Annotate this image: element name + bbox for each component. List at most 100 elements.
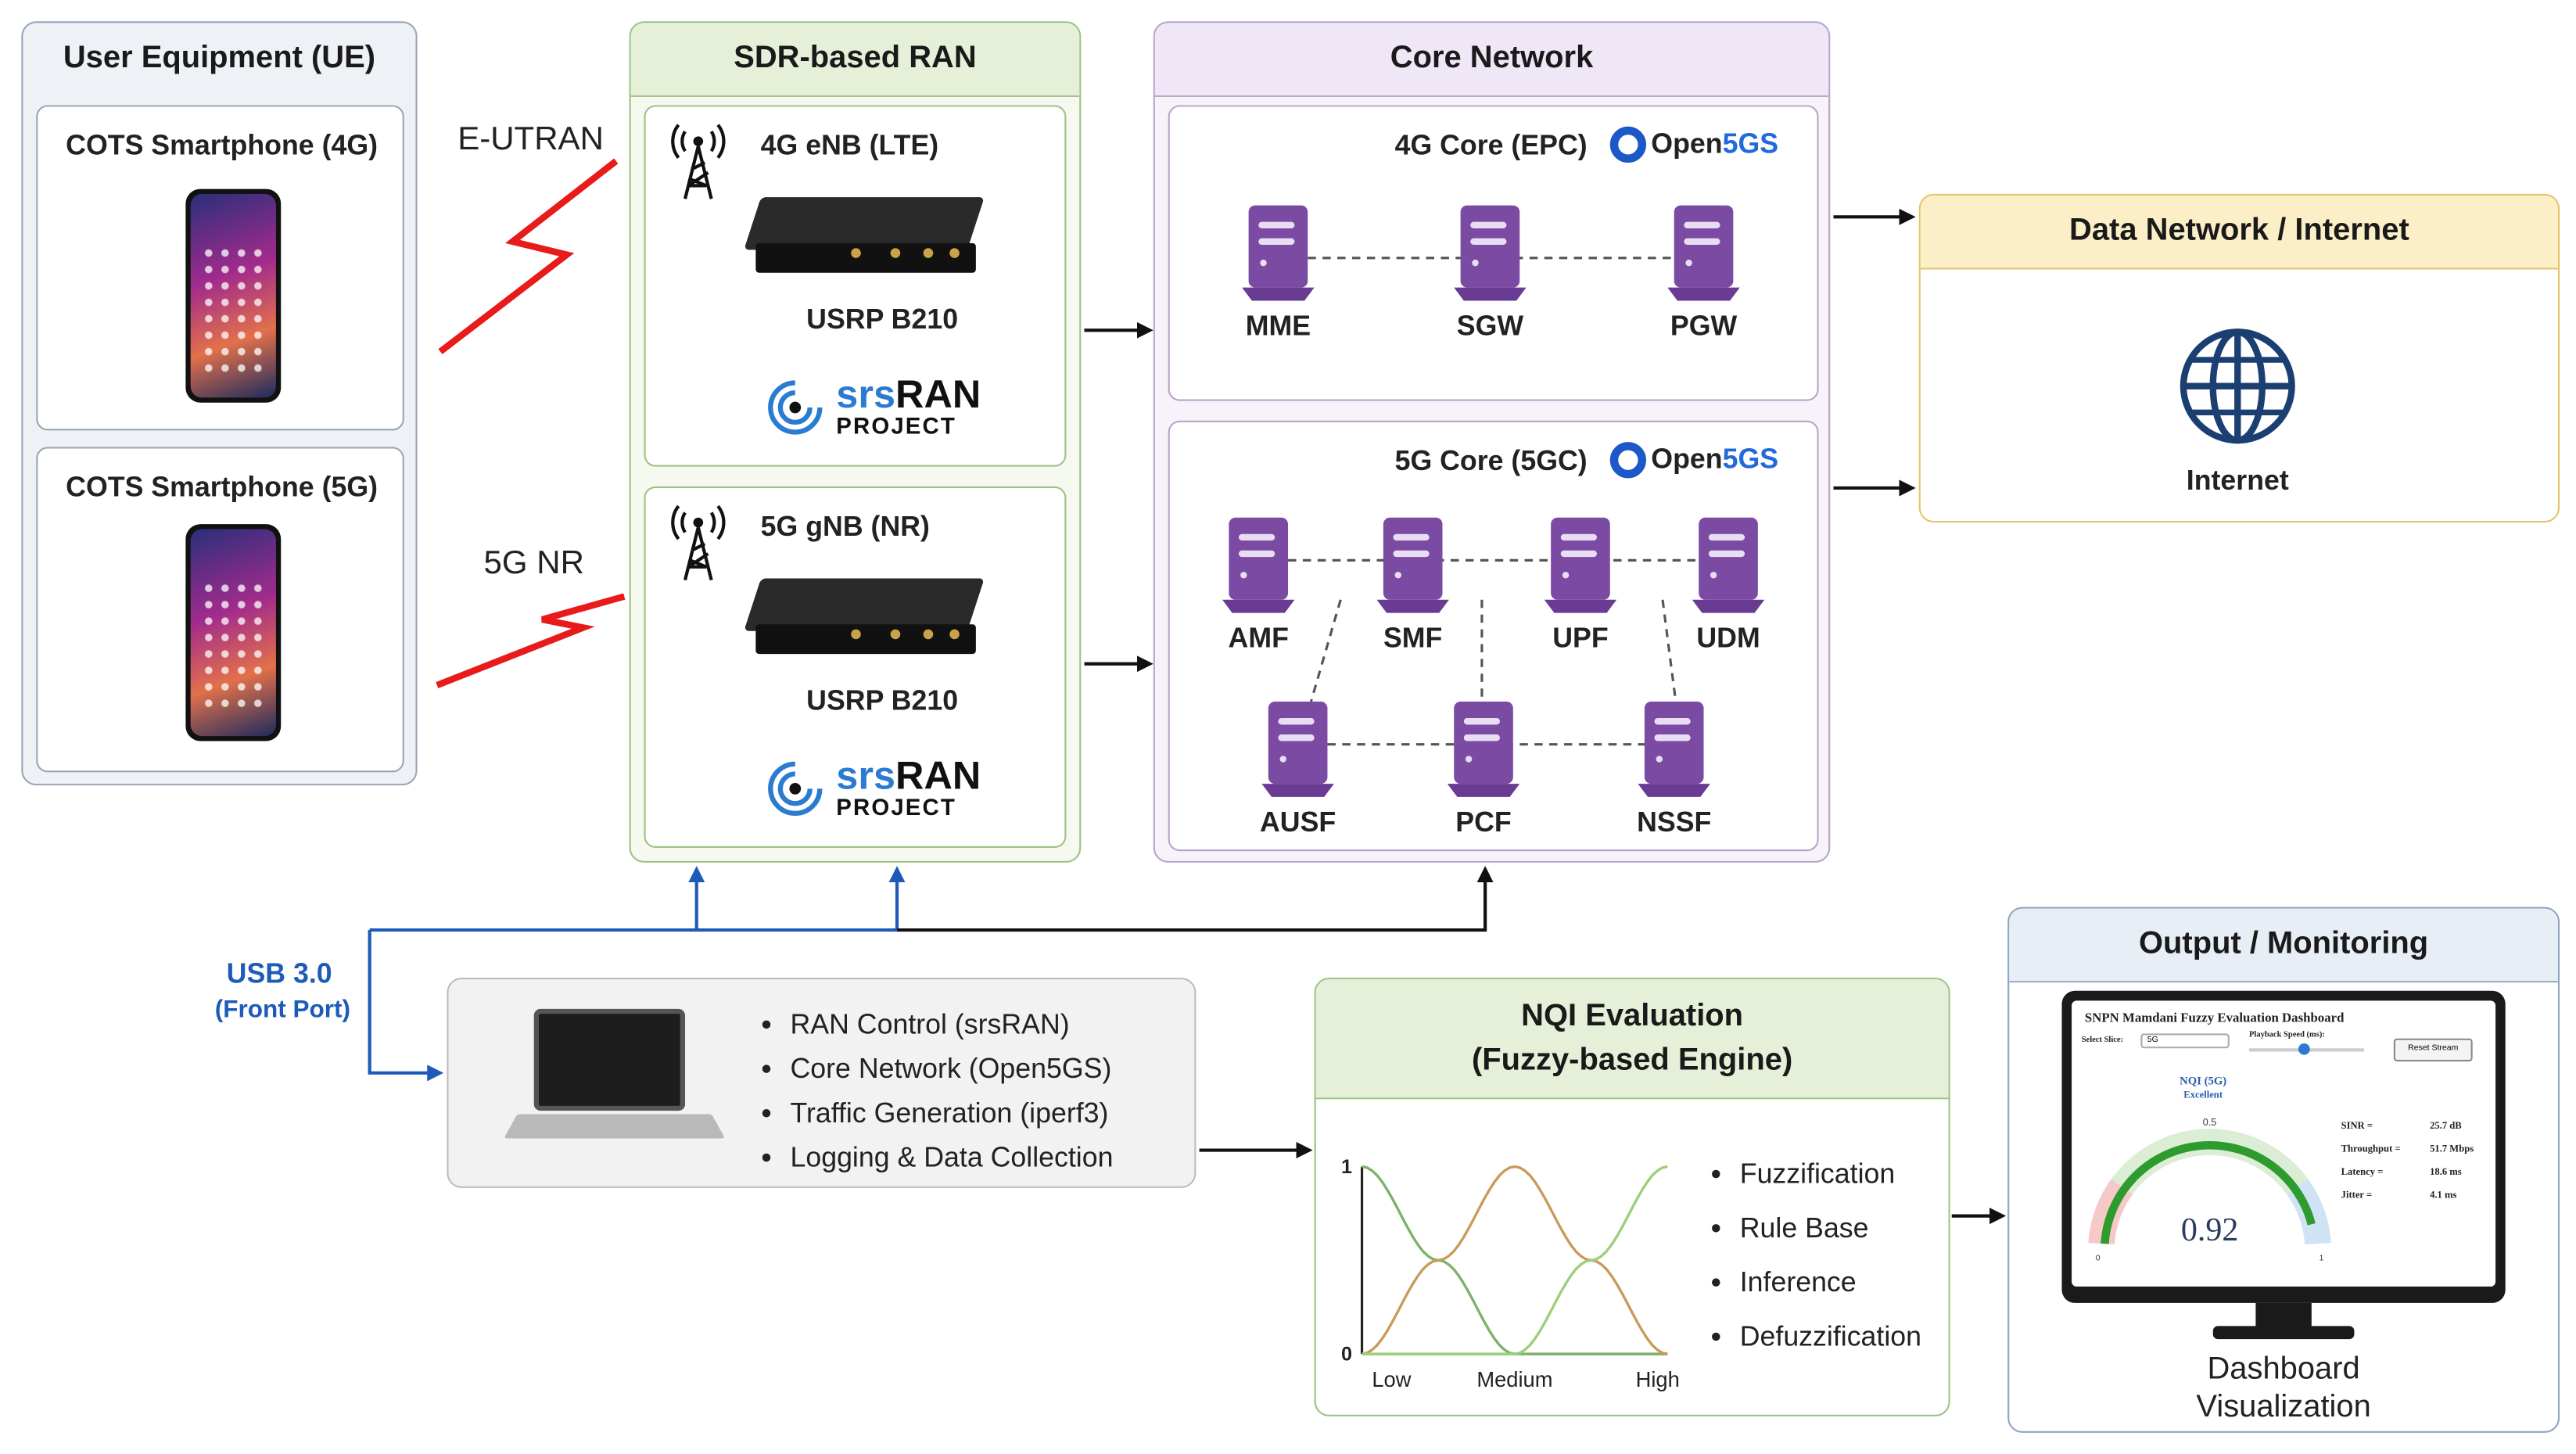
server-icon [1544, 517, 1617, 613]
smartphone-4g-icon [185, 188, 282, 403]
membership-curve-medium [1362, 1165, 1668, 1355]
dash-slice-select[interactable]: 5G [2140, 1033, 2230, 1049]
ue-panel-title: User Equipment (UE) [63, 41, 376, 76]
epc-node-slot: PGW [1667, 202, 1783, 350]
nqi-step-item: Fuzzification [1740, 1147, 1921, 1201]
x-tick-label: High [1636, 1367, 1680, 1391]
globe-icon [2180, 328, 2295, 444]
nqi-step-list: Fuzzification Rule Base Inference Defuzz… [1704, 1147, 1921, 1363]
dash-reset-button[interactable]: Reset Stream [2393, 1038, 2473, 1062]
nqi-title: NQI Evaluation [1521, 998, 1744, 1033]
membership-curve-low [1362, 1165, 1668, 1355]
eutran-radio-link [438, 158, 619, 354]
epc-title: 4G Core (EPC) [1394, 129, 1588, 161]
nqi-step-item: Defuzzification [1740, 1309, 1921, 1363]
dash-title: SNPN Mamdani Fuzzy Evaluation Dashboard [2084, 1010, 2345, 1025]
5gc-node-slot: AMF [1222, 515, 1337, 662]
metric-label: SINR = [2341, 1122, 2373, 1133]
usb-cable-to-host [368, 930, 444, 1082]
smartphone-5g-icon [185, 524, 282, 741]
x-tick-label: Medium [1476, 1367, 1552, 1391]
core-node-label: UPF [1552, 623, 1609, 655]
ue-panel: User Equipment (UE) COTS Smartphone (4G)… [21, 21, 418, 786]
srsran-sub: PROJECT [836, 412, 956, 439]
server-icon [1667, 205, 1740, 301]
host-task-item: Logging & Data Collection [790, 1136, 1113, 1180]
srsran-logo-enb: srsRAN PROJECT [764, 372, 981, 439]
internet-label: Internet [2186, 465, 2289, 497]
host-task-item: RAN Control (srsRAN) [790, 1002, 1113, 1047]
srsran-word-a: srs [836, 754, 896, 799]
metric-label: Throughput = [2341, 1145, 2401, 1155]
gauge-status: Excellent [2183, 1090, 2223, 1101]
dash-speed-slider[interactable] [2248, 1043, 2365, 1055]
5gc-node-slot: UPF [1544, 515, 1659, 662]
nr-label: 5G NR [483, 545, 584, 582]
5gc-node-slot: NSSF [1637, 698, 1753, 846]
server-icon [1454, 205, 1527, 301]
dash-speed-thumb[interactable] [2298, 1043, 2310, 1055]
gauge-max: 1 [2319, 1253, 2324, 1262]
server-icon [1447, 702, 1520, 797]
y-tick-label: 0 [1341, 1343, 1352, 1365]
data-network-panel: Data Network / Internet Internet [1918, 193, 2560, 523]
host-task-item: Traffic Generation (iperf3) [790, 1091, 1113, 1136]
srsran-word-a: srs [836, 372, 896, 418]
core-node-label: UDM [1696, 623, 1760, 655]
monitor-icon: SNPN Mamdani Fuzzy Evaluation Dashboard … [2061, 990, 2506, 1340]
usb-sublabel: (Front Port) [214, 996, 350, 1024]
gnb-device-label: USRP B210 [806, 685, 959, 716]
metric-value: 4.1 ms [2430, 1191, 2457, 1201]
server-icon [1638, 702, 1710, 797]
server-icon [1692, 517, 1765, 613]
usrp-b210-icon [744, 197, 985, 276]
membership-curve-high [1362, 1165, 1668, 1355]
usrp-b210-icon [744, 578, 985, 657]
5gc-title: 5G Core (5GC) [1394, 445, 1588, 477]
output-title: Output / Monitoring [2009, 908, 2558, 983]
host-task-item: Core Network (Open5GS) [790, 1047, 1113, 1091]
open5gs-ring-icon [1609, 442, 1647, 479]
nqi-subtitle: (Fuzzy-based Engine) [1471, 1042, 1793, 1078]
srsran-logo-icon [768, 380, 823, 435]
dash-select-label: Select Slice: [2081, 1036, 2124, 1046]
phone-4g-card: COTS Smartphone (4G) [36, 105, 404, 431]
core-node-label: MME [1245, 311, 1311, 342]
antenna-tower-icon [671, 124, 726, 199]
nqi-step-item: Rule Base [1740, 1201, 1921, 1255]
laptop-icon [504, 1008, 726, 1160]
nr-radio-link [436, 593, 626, 688]
srsran-logo-gnb: srsRAN PROJECT [764, 754, 981, 820]
output-caption-1: Dashboard [2207, 1352, 2360, 1388]
phone-4g-label: COTS Smartphone (4G) [66, 129, 379, 161]
eutran-label: E-UTRAN [457, 121, 604, 158]
epc-node-slot: MME [1242, 202, 1357, 350]
enb-card: 4G eNB (LTE) USRP B210 srsRAN PROJECT [644, 105, 1067, 467]
gauge-mid: 0.5 [2203, 1117, 2217, 1128]
dash-speed-label: Playback Speed (ms): [2248, 1032, 2325, 1040]
server-icon [1242, 205, 1315, 301]
5gc-node-slot: PCF [1447, 698, 1562, 846]
srsran-sub: PROJECT [836, 793, 956, 820]
antenna-tower-icon [671, 504, 726, 581]
gauge-title: NQI (5G) [2180, 1074, 2227, 1088]
5gc-node-slot: AUSF [1260, 698, 1377, 846]
srsran-logo-icon [768, 761, 823, 817]
metric-value: 18.6 ms [2430, 1168, 2462, 1179]
host-to-core-line [897, 866, 1494, 932]
metric-value: 25.7 dB [2430, 1122, 2462, 1133]
core-node-label: AMF [1228, 623, 1289, 655]
dashboard-screen: SNPN Mamdani Fuzzy Evaluation Dashboard … [2072, 1000, 2496, 1287]
gauge-value: 0.92 [2181, 1212, 2238, 1248]
ran-panel-title: SDR-based RAN [630, 23, 1080, 97]
metric-label: Latency = [2341, 1168, 2384, 1179]
5gc-links [1288, 558, 1732, 746]
core-panel-title: Core Network [1154, 23, 1829, 97]
metric-value: 51.7 Mbps [2430, 1145, 2474, 1155]
